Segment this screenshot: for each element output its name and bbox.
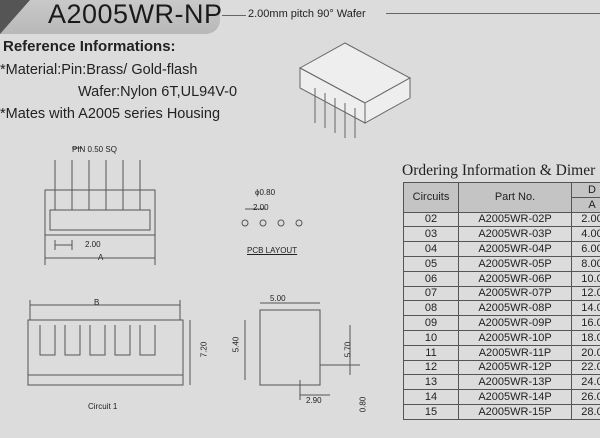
cell-dim-a: 4.00: [571, 226, 600, 243]
front-view-drawing: [44, 147, 156, 265]
cell-dim-a: 18.0: [571, 329, 600, 346]
material-text: *Material:Pin:Brass/ Gold-flash: [0, 62, 198, 78]
cell-part-no: A2005WR-09P: [458, 315, 572, 331]
cell-dim-a: 20.0: [571, 344, 600, 361]
cell-circuits: 15: [403, 403, 459, 420]
cell-part-no: A2005WR-05P: [458, 255, 572, 272]
dim-b-label: B: [94, 298, 100, 307]
cell-part-no: A2005WR-08P: [458, 300, 572, 317]
pcb-pitch-label: 2.00: [253, 203, 269, 212]
cell-circuits: 02: [403, 211, 459, 228]
header-a: A: [571, 196, 600, 213]
header-circuits: Circuits: [403, 182, 459, 213]
cell-circuits: 11: [403, 344, 459, 361]
cell-circuits: 13: [403, 374, 459, 391]
pitch-label: 2.00: [85, 240, 101, 249]
cell-part-no: A2005WR-13P: [458, 374, 572, 391]
cell-part-no: A2005WR-10P: [458, 329, 572, 346]
cell-part-no: A2005WR-02P: [458, 211, 572, 228]
cell-circuits: 05: [403, 255, 459, 272]
subtitle: 2.00mm pitch 90° Wafer: [248, 8, 366, 20]
cell-circuits: 14: [403, 389, 459, 405]
cell-part-no: A2005WR-04P: [458, 241, 572, 257]
side-thickness-label: 0.80: [358, 396, 368, 413]
cell-dim-a: 10.0: [571, 270, 600, 287]
connector-3d-drawing: [298, 42, 412, 138]
cell-circuits: 04: [403, 241, 459, 257]
wafer-text: Wafer:Nylon 6T,UL94V-0: [78, 84, 238, 100]
pin-label: PIN 0.50 SQ: [72, 145, 117, 154]
reference-heading: Reference Informations:: [3, 38, 176, 55]
hole-label: ϕ0.80: [255, 188, 276, 197]
title-triangle: [0, 0, 30, 34]
divider: [222, 15, 246, 16]
height-label: 7.20: [199, 341, 209, 358]
cell-circuits: 10: [403, 329, 459, 346]
mates-text: *Mates with A2005 series Housing: [0, 106, 221, 122]
side-view-drawing: [244, 302, 360, 400]
cell-dim-a: 2.00: [571, 211, 600, 228]
cell-circuits: 06: [403, 270, 459, 287]
cell-part-no: A2005WR-11P: [458, 344, 572, 361]
cell-dim-a: 6.00: [571, 241, 600, 257]
header-dim: D: [571, 182, 600, 198]
page-title: A2005WR-NP: [48, 0, 223, 29]
side-depth-label: 2.90: [306, 396, 322, 405]
pcb-layout-label: PCB LAYOUT: [247, 246, 298, 255]
cell-part-no: A2005WR-14P: [458, 389, 572, 405]
cell-dim-a: 22.0: [571, 359, 600, 376]
side-h1-label: 5.40: [231, 336, 241, 353]
bottom-view-drawing: [27, 300, 191, 386]
cell-dim-a: 16.0: [571, 315, 600, 331]
cell-circuits: 08: [403, 300, 459, 317]
cell-part-no: A2005WR-06P: [458, 270, 572, 287]
table-title: Ordering Information & Dimer: [402, 162, 596, 179]
cell-dim-a: 8.00: [571, 255, 600, 272]
cell-dim-a: 14.0: [571, 300, 600, 317]
cell-circuits: 07: [403, 285, 459, 302]
divider: [386, 13, 600, 14]
cell-dim-a: 28.0: [571, 403, 600, 420]
header-part: Part No.: [458, 182, 572, 213]
cell-circuits: 03: [403, 226, 459, 243]
circuit1-label: Circuit 1: [88, 402, 118, 411]
cell-dim-a: 24.0: [571, 374, 600, 391]
cell-circuits: 12: [403, 359, 459, 376]
side-h2-label: 5.70: [343, 341, 353, 358]
pcb-layout-drawing: [241, 208, 303, 227]
cell-circuits: 09: [403, 315, 459, 331]
cell-dim-a: 12.0: [571, 285, 600, 302]
title-bar: [0, 0, 220, 34]
side-width-label: 5.00: [270, 294, 286, 303]
cell-part-no: A2005WR-12P: [458, 359, 572, 376]
cell-part-no: A2005WR-03P: [458, 226, 572, 243]
cell-dim-a: 26.0: [571, 389, 600, 405]
cell-part-no: A2005WR-07P: [458, 285, 572, 302]
cell-part-no: A2005WR-15P: [458, 403, 572, 420]
dim-a-label: A: [98, 253, 104, 262]
